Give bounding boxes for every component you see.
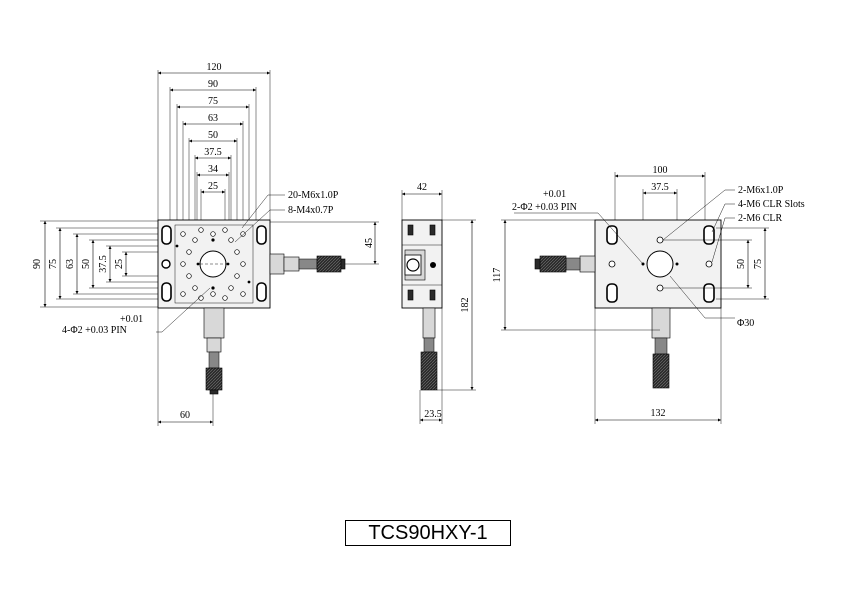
callout-8-m4: 8-M4x0.7P [288,205,334,216]
pin-tolerance: +0.01 [120,314,143,325]
bottom-pin-tolerance: +0.01 [543,189,566,200]
bottom-view: 100 37.5 +0.01 2-Φ2 +0.03 PIN [492,165,805,424]
dim-v-75: 75 [48,259,59,269]
dim-132: 132 [651,408,666,419]
dim-100: 100 [653,165,668,176]
bottom-view-micrometer-left [534,255,596,273]
dim-v-63: 63 [65,259,76,269]
dim-34: 34 [208,164,218,175]
dim-42: 42 [417,182,427,193]
bottom-callout-m6-clr: 2-M6 CLR [738,213,783,224]
dim-37-5: 37.5 [204,147,222,158]
dim-v-50: 50 [81,259,92,269]
callout-pin: 4-Φ2 +0.03 PIN [62,325,127,336]
bottom-callout-clr-slots: 4-M6 CLR Slots [738,199,805,210]
dim-182: 182 [460,298,471,313]
dim-75-bottom: 75 [753,259,764,269]
top-view: 120 90 75 63 50 37.5 34 [32,62,379,426]
side-view: 42 182 23.5 [401,182,476,424]
dim-63: 63 [208,113,218,124]
dim-90: 90 [208,79,218,90]
dim-v-37-5: 37.5 [98,255,109,273]
dim-25: 25 [208,181,218,192]
dim-hole-diameter: Φ30 [737,318,754,329]
top-view-horizontal-dimensions: 120 90 75 63 50 37.5 34 [157,62,271,245]
dim-50: 50 [208,130,218,141]
dim-117: 117 [492,268,503,283]
model-title: TCS90HXY-1 [345,520,511,546]
bottom-callout-pin: 2-Φ2 +0.03 PIN [512,202,577,213]
dim-v-90: 90 [32,259,43,269]
top-view-micrometer-bottom [203,307,225,395]
bottom-callout-m6-thread: 2-M6x1.0P [738,185,784,196]
top-view-micrometer-right [269,253,346,275]
bottom-view-micrometer-bottom [651,307,671,389]
dim-v-25: 25 [114,259,125,269]
dim-50-bottom: 50 [736,259,747,269]
dim-75: 75 [208,96,218,107]
dim-60: 60 [180,410,190,421]
dim-23-5: 23.5 [424,409,442,420]
dim-45: 45 [364,238,375,248]
callout-20-m6: 20-M6x1.0P [288,190,339,201]
dim-120: 120 [207,62,222,73]
dim-37-5-bottom: 37.5 [651,182,669,193]
